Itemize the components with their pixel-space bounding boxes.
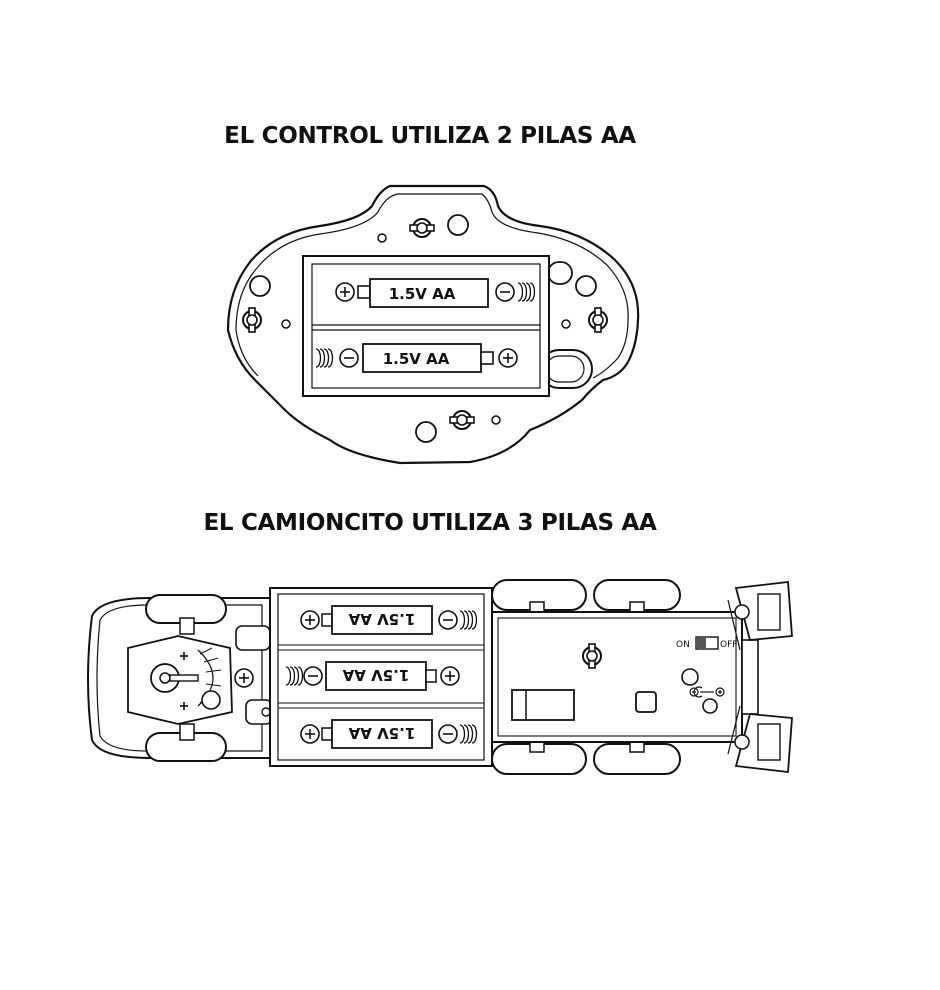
screw-icon [588,307,608,333]
battery-label: 1.5V AA [342,666,409,684]
battery-label: 1.5V AA [389,285,456,303]
screw-icon [242,307,262,333]
truck-battery-3: 1.5V AA [300,719,478,749]
truck-heading: EL CAMIONCITO UTILIZA 3 PILAS AA [203,510,657,536]
power-switch[interactable]: ON OFF [676,636,737,650]
controller-battery-2: 1.5V AA [315,343,518,373]
screw-icon [409,218,435,238]
control-heading: EL CONTROL UTILIZA 2 PILAS AA [224,123,636,149]
truck-chassis [491,611,743,743]
controller-battery-compartment [302,255,550,397]
controller-diagram: 1.5V AA 1.5V AA [226,184,640,465]
battery-label: 1.5V AA [383,350,450,368]
switch-off-label: OFF [720,640,737,650]
truck-diagram: 1.5V AA 1.5V AA 1.5V AA [87,579,793,775]
plus-terminal-icon [180,702,188,710]
truck-battery-2: 1.5V AA [285,661,460,691]
truck-battery-1: 1.5V AA [300,605,478,635]
screw-icon [449,410,475,430]
controller-battery-1: 1.5V AA [335,278,536,308]
plus-terminal-icon [180,652,188,660]
controller-outline [226,184,640,465]
battery-label: 1.5V AA [348,724,415,742]
switch-on-label: ON [676,640,690,650]
dc-polarity-icon [689,686,725,698]
battery-label: 1.5V AA [348,610,415,628]
